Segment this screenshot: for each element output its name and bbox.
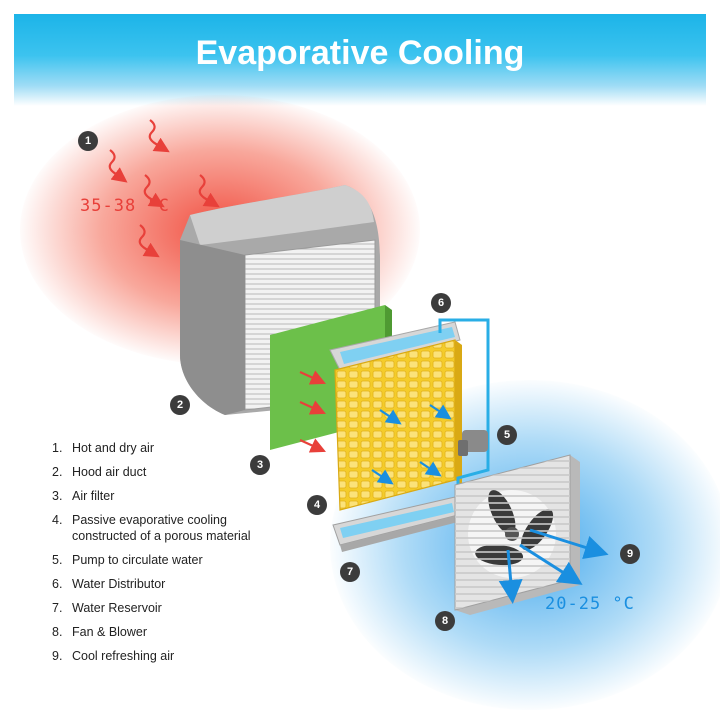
legend-number: 3. [52, 489, 63, 503]
water-reservoir [332, 496, 459, 552]
legend-item: 9. Cool refreshing air [52, 648, 292, 664]
legend-text: Passive evaporative cooling constructed … [72, 513, 251, 543]
legend-text: Cool refreshing air [72, 649, 175, 663]
legend-text: Water Distributor [72, 577, 166, 591]
title-banner: Evaporative Cooling [14, 14, 706, 106]
legend-text: Hot and dry air [72, 441, 154, 455]
legend-item: 7. Water Reservoir [52, 600, 292, 616]
air-through-pad-arrows [299, 370, 327, 453]
callout-badge-9: 9 [620, 544, 640, 564]
legend-item: 4. Passive evaporative cooling constructe… [52, 512, 292, 544]
water-distributor [329, 321, 461, 371]
callout-badge-5: 5 [497, 425, 517, 445]
callout-badge-8: 8 [435, 611, 455, 631]
callout-badge-2: 2 [170, 395, 190, 415]
callout-badge-6: 6 [431, 293, 451, 313]
legend-item: 5. Pump to circulate water [52, 552, 292, 568]
callout-badge-1: 1 [78, 131, 98, 151]
legend-text: Hood air duct [72, 465, 147, 479]
legend-number: 2. [52, 465, 63, 479]
legend-number: 5. [52, 553, 63, 567]
legend-number: 1. [52, 441, 63, 455]
legend-list: 1. Hot and dry air 2. Hood air duct 3. Air … [52, 440, 292, 672]
evaporative-pad [334, 339, 462, 511]
legend-number: 8. [52, 625, 63, 639]
legend-number: 7. [52, 601, 63, 615]
legend-number: 4. [52, 513, 63, 527]
hot-air-arrows [108, 119, 220, 258]
page-title: Evaporative Cooling [195, 34, 525, 72]
legend-number: 6. [52, 577, 63, 591]
cool-temperature-label: 20-25 °C [545, 594, 635, 614]
legend-text: Fan & Blower [72, 625, 148, 639]
legend-text: Water Reservoir [72, 601, 162, 615]
legend-item: 8. Fan & Blower [52, 624, 292, 640]
cooling-arrows [371, 404, 452, 485]
callout-badge-3: 3 [250, 455, 270, 475]
pump [458, 430, 488, 456]
legend-item: 6. Water Distributor [52, 576, 292, 592]
hot-temperature-label: 35-38 °C [80, 196, 170, 216]
legend-text: Pump to circulate water [72, 553, 203, 567]
callout-badge-4: 4 [307, 495, 327, 515]
callout-badge-7: 7 [340, 562, 360, 582]
legend-number: 9. [52, 649, 63, 663]
legend-item: 3. Air filter [52, 488, 292, 504]
fan-blower [454, 454, 580, 615]
legend-text: Air filter [72, 489, 115, 503]
cool-air-arrows [498, 528, 609, 604]
legend-item: 2. Hood air duct [52, 464, 292, 480]
legend-item: 1. Hot and dry air [52, 440, 292, 456]
